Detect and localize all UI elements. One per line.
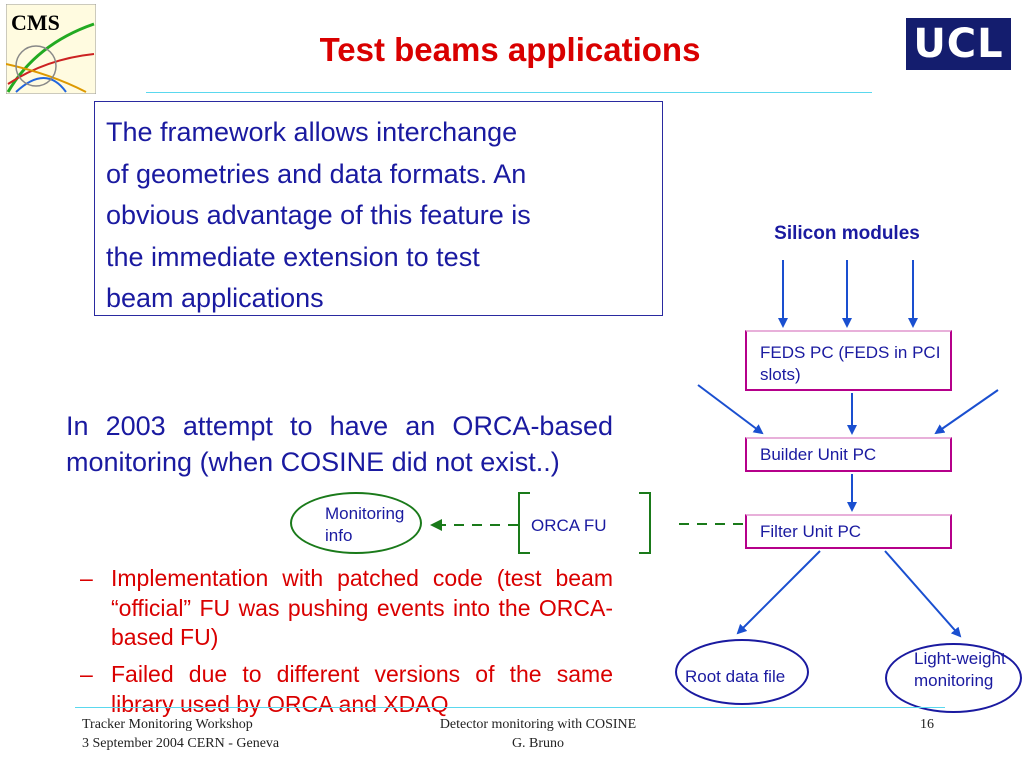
light-weight-monitoring-ellipse bbox=[885, 643, 1022, 713]
builder-unit-label: Builder Unit PC bbox=[760, 445, 877, 464]
cms-logo: CMS bbox=[6, 4, 96, 94]
filter-unit-box bbox=[745, 514, 952, 549]
light-weight-line: Light-weight bbox=[914, 649, 1006, 668]
footer-divider bbox=[75, 707, 945, 708]
orca-paragraph: In 2003 attempt to have an ORCA-based mo… bbox=[66, 411, 613, 477]
orca-fu-bracket-right bbox=[639, 492, 651, 554]
filter-to-root-arrow bbox=[736, 550, 821, 635]
title-divider bbox=[146, 92, 872, 93]
side-input-arrow bbox=[934, 389, 999, 435]
framework-line: the immediate extension to test bbox=[106, 241, 480, 272]
framework-text: The framework allows interchange of geom… bbox=[106, 112, 656, 320]
framework-line: obvious advantage of this feature is bbox=[106, 200, 531, 230]
monitoring-info-line: Monitoring bbox=[325, 504, 405, 523]
bullet-text: Implementation with patched code (test b… bbox=[111, 565, 613, 650]
builder-unit-box bbox=[745, 437, 952, 472]
page-number: 16 bbox=[920, 717, 934, 732]
light-weight-monitoring-label: Light-weight monitoring bbox=[914, 648, 1006, 692]
orca-fu-bracket-left bbox=[518, 492, 530, 554]
feds-pc-box bbox=[745, 330, 952, 391]
bullet-item: – Failed due to different versions of th… bbox=[80, 660, 613, 719]
footer-workshop: Tracker Monitoring Workshop bbox=[82, 717, 253, 732]
filter-unit-label: Filter Unit PC bbox=[760, 522, 862, 541]
footer-author: G. Bruno bbox=[511, 736, 565, 751]
svg-text:CMS: CMS bbox=[11, 10, 60, 35]
bullet-dash: – bbox=[80, 661, 93, 687]
silicon-modules-label: Silicon modules bbox=[774, 223, 920, 244]
root-data-file-ellipse bbox=[675, 639, 809, 705]
slide-title: Test beams applications bbox=[319, 31, 701, 68]
bullet-item: – Implementation with patched code (test… bbox=[80, 564, 613, 653]
monitoring-info-label: Monitoring info bbox=[325, 503, 404, 547]
feds-pc-label: FEDS PC (FEDS in PCI slots) bbox=[760, 343, 941, 384]
filter-to-lightweight-arrow bbox=[884, 550, 962, 638]
monitoring-info-ellipse bbox=[290, 492, 422, 554]
footer-date-location: 3 September 2004 CERN - Geneva bbox=[82, 736, 280, 751]
footer-talk-title: Detector monitoring with COSINE bbox=[439, 717, 637, 732]
root-data-file-label: Root data file bbox=[685, 667, 786, 686]
framework-line: The framework allows interchange bbox=[106, 117, 518, 147]
bullet-dash: – bbox=[80, 565, 93, 591]
light-weight-line: monitoring bbox=[914, 671, 994, 690]
orca-fu-label: ORCA FU bbox=[531, 516, 607, 535]
ucl-logo: UCL bbox=[906, 18, 1011, 70]
bullet-text: Failed due to different versions of the … bbox=[111, 661, 613, 717]
framework-textbox bbox=[94, 101, 663, 316]
monitoring-info-line: info bbox=[325, 526, 353, 545]
side-input-arrow bbox=[697, 384, 764, 435]
framework-line: beam applications bbox=[106, 283, 324, 313]
framework-line: of geometries and data formats. An bbox=[106, 158, 527, 189]
